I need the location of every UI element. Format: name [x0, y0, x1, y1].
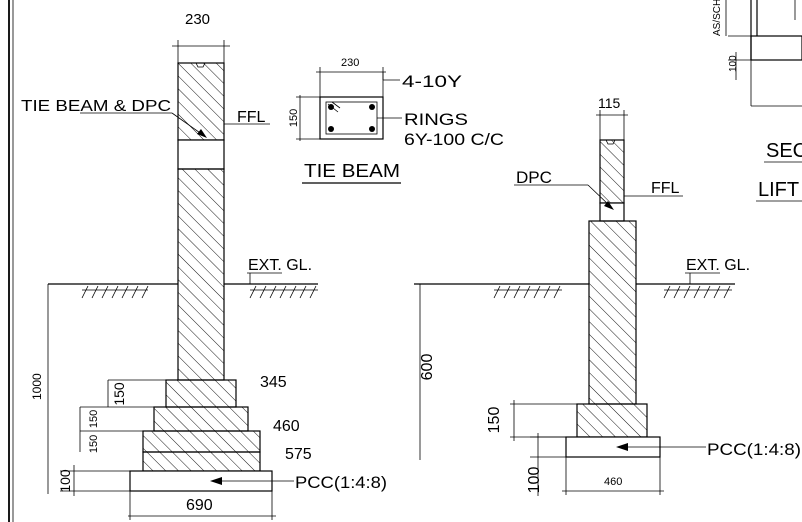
- right-top-width: 115: [598, 95, 621, 111]
- left-wall-upper: [177, 62, 225, 141]
- right-wall-section: 115 DPC FFL EXT. GL. 600 150 100: [414, 95, 801, 496]
- tie-beam-detail: 230 150 4-10Y RINGS 6Y-100 C/C TIE BEAM: [288, 57, 504, 184]
- left-step-h2: 150: [88, 410, 100, 428]
- right-pcc-arrowhead: [616, 443, 628, 451]
- tie-beam-bar-br: [369, 126, 375, 132]
- right-width-460: 460: [604, 476, 622, 488]
- tie-beam-bars: 4-10Y: [402, 72, 462, 91]
- right-ground-hatch-a: [493, 285, 562, 299]
- right-dpc-leader-diag: [587, 184, 611, 207]
- right-wall-lower: [588, 220, 637, 405]
- left-width-345: 345: [260, 374, 287, 391]
- clipped-dim: 100: [728, 55, 739, 72]
- left-step-575: [142, 430, 261, 453]
- left-pcc-label: PCC(1:4:8): [295, 473, 387, 492]
- right-ffl-label: FFL: [651, 180, 680, 197]
- clipped-detail: AS/SCH 100 SEC LIFT: [712, 0, 802, 202]
- right-pcc-height: 100: [526, 467, 543, 494]
- left-ffl-label: FFL: [237, 109, 266, 126]
- left-tie-beam-leader-diag: [171, 112, 204, 136]
- tie-beam-outline: [319, 96, 384, 140]
- right-step-height: 150: [486, 407, 503, 434]
- right-dpc-arrowhead: [604, 201, 614, 210]
- left-width-575: 575: [285, 446, 312, 463]
- left-ext-gl-label: EXT. GL.: [248, 257, 312, 274]
- tie-beam-rings-spec: 6Y-100 C/C: [404, 130, 504, 149]
- tie-beam-title: TIE BEAM: [304, 161, 400, 181]
- tie-beam-bar-tr: [369, 104, 375, 110]
- right-wall-upper: [599, 139, 625, 204]
- right-depth-value: 600: [419, 354, 436, 381]
- left-step-460: [153, 406, 249, 432]
- left-step-h1: 150: [111, 382, 127, 406]
- left-wall-lower: [177, 168, 225, 381]
- left-ground-hatch-b: [249, 285, 318, 299]
- right-footing-step: [576, 403, 648, 438]
- left-tie-beam-arrowhead: [197, 129, 207, 138]
- clipped-sec: SEC: [766, 140, 802, 162]
- left-top-width: 230: [185, 11, 210, 28]
- tie-beam-hook-b: [331, 101, 341, 109]
- right-wall-break: [605, 139, 616, 145]
- right-ext-gl-label: EXT. GL.: [686, 257, 750, 274]
- right-pcc-label: PCC(1:4:8): [707, 440, 801, 459]
- right-dpc-band: [599, 202, 625, 222]
- tie-beam-bar-tl: [328, 104, 334, 110]
- clipped-lift: LIFT: [758, 179, 799, 201]
- left-step-345: [165, 379, 237, 408]
- clipped-slab: [750, 35, 802, 61]
- left-step-h3: 150: [88, 435, 100, 453]
- left-width-690: 690: [186, 497, 213, 514]
- left-tie-beam-band: [177, 139, 225, 170]
- right-ground-hatch-b: [663, 285, 732, 299]
- tie-beam-rings: RINGS: [404, 110, 468, 129]
- left-step-690: [142, 451, 261, 472]
- left-pcc-height: 100: [57, 469, 73, 493]
- right-dpc-label: DPC: [516, 168, 552, 187]
- left-wall-break: [195, 62, 206, 68]
- left-ground-hatch-a: [81, 285, 149, 299]
- left-tie-beam-dpc-label: TIE BEAM & DPC: [21, 98, 171, 115]
- left-pcc-arrowhead: [210, 477, 222, 485]
- left-depth-value: 1000: [30, 373, 44, 400]
- left-wall-section: 230 TIE BEAM & DPC FFL EXT. GL. 1000 150…: [21, 11, 387, 520]
- tie-beam-width: 230: [341, 57, 359, 69]
- tie-beam-depth: 150: [288, 109, 300, 127]
- tie-beam-bar-bl: [328, 126, 334, 132]
- left-width-460: 460: [273, 418, 300, 435]
- clipped-side-label: AS/SCH: [712, 0, 723, 36]
